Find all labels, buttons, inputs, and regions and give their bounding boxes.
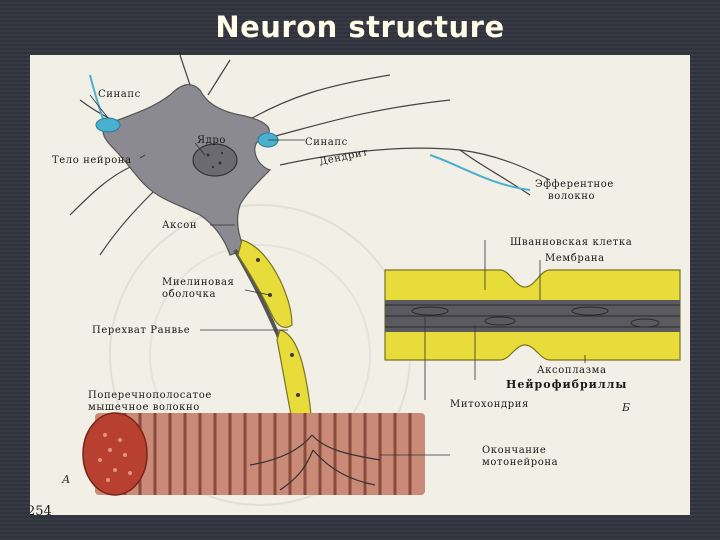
label-neurofibrils: Нейрофибриллы bbox=[506, 378, 627, 391]
label-axoplasm: Аксоплазма bbox=[537, 365, 607, 376]
neuron-diagram: Синапс Синапс Ядро Тело нейрона Дендрит … bbox=[30, 55, 690, 515]
myelin-segment-1 bbox=[237, 239, 293, 328]
label-mitochondria: Митохондрия bbox=[450, 399, 529, 410]
synapse-fiber bbox=[89, 74, 106, 126]
label-efferent-line2: волокно bbox=[548, 191, 595, 202]
neuron-body bbox=[102, 83, 272, 256]
label-section-b: Б bbox=[621, 401, 630, 414]
label-myelin-line1: Миелиновая bbox=[162, 277, 234, 288]
label-synapse-right: Синапс bbox=[305, 137, 348, 148]
label-striated-line2: мышечное волокно bbox=[88, 402, 200, 413]
page-number: 254 bbox=[30, 504, 52, 515]
synapse-top-bulb bbox=[95, 117, 121, 133]
label-ending-line1: Окончание bbox=[482, 445, 546, 456]
label-membrane: Мембрана bbox=[545, 253, 605, 264]
nucleus bbox=[192, 143, 238, 177]
slide-title: Neuron structure bbox=[215, 10, 505, 44]
neuron-illustration: Синапс Синапс Ядро Тело нейрона Дендрит … bbox=[30, 55, 681, 515]
efferent-fiber bbox=[429, 154, 531, 191]
motor-endings bbox=[249, 434, 381, 491]
label-striated-line1: Поперечнополосатое bbox=[88, 390, 212, 401]
label-schwann: Шванновская клетка bbox=[510, 237, 632, 248]
label-cell-body: Тело нейрона bbox=[52, 155, 132, 166]
label-axon: Аксон bbox=[162, 220, 197, 231]
label-nucleus: Ядро bbox=[197, 135, 226, 146]
label-synapse-top: Синапс bbox=[98, 89, 141, 100]
label-section-a: А bbox=[61, 473, 70, 486]
label-efferent-line1: Эфферентное bbox=[535, 179, 614, 190]
label-myelin-line2: оболочка bbox=[162, 289, 216, 300]
muscle-fiber bbox=[82, 412, 425, 496]
label-ending-line2: мотонейрона bbox=[482, 457, 558, 468]
label-ranvier: Перехват Ранвье bbox=[92, 325, 190, 336]
axon-section-detail bbox=[384, 269, 681, 361]
label-dendrite: Дендрит bbox=[318, 147, 369, 168]
